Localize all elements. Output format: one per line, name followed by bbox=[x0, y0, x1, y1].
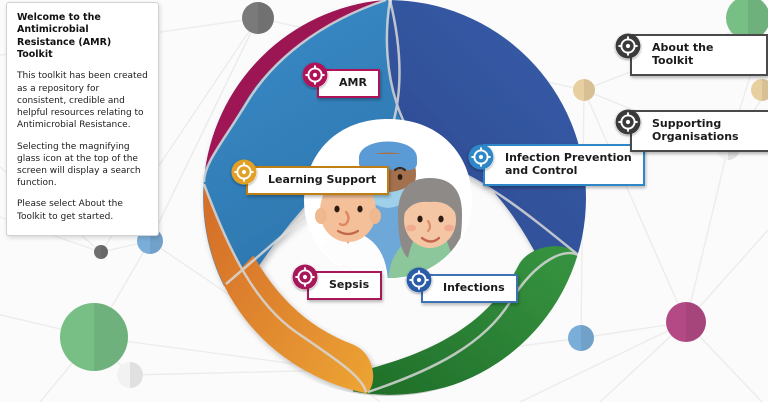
node-grey-left bbox=[94, 245, 108, 259]
amr-toolkit-wheel[interactable] bbox=[178, 0, 598, 402]
crosshair-icon[interactable] bbox=[615, 33, 641, 59]
crosshair-icon[interactable] bbox=[292, 264, 318, 290]
node-tan-right-shade bbox=[584, 79, 595, 101]
node-blue-bottomright-shade bbox=[581, 325, 594, 351]
node-tan-faredge bbox=[751, 79, 768, 101]
node-magenta-bottomright bbox=[666, 302, 706, 342]
welcome-panel-paragraph-2: Selecting the magnifying glass icon at t… bbox=[17, 141, 141, 189]
node-grey-top-shade bbox=[258, 2, 274, 34]
link-about-the-toolkit[interactable]: About the Toolkit bbox=[615, 16, 768, 76]
wheel-segment-sepsis bbox=[206, 192, 374, 394]
node-tan-faredge-shade bbox=[762, 79, 768, 101]
node-grey-left-shade bbox=[101, 245, 108, 259]
node-green-topright-shade bbox=[748, 0, 768, 40]
hotspot-amr-label[interactable]: AMR bbox=[317, 69, 380, 98]
link-supporting-organisations[interactable]: Supporting Organisations bbox=[615, 92, 768, 152]
node-green-bottomleft-shade bbox=[94, 303, 128, 371]
hotspot-amr[interactable]: AMR bbox=[302, 53, 380, 98]
welcome-panel: Welcome to the Antimicrobial Resistance … bbox=[6, 2, 159, 236]
hotspot-learning-support[interactable]: Learning Support bbox=[231, 150, 390, 195]
hotspot-infection-prevention-and-control-label[interactable]: Infection Prevention and Control bbox=[483, 144, 645, 186]
crosshair-icon[interactable] bbox=[615, 109, 641, 135]
node-green-topright bbox=[726, 0, 768, 40]
crosshair-icon[interactable] bbox=[231, 159, 257, 185]
node-pale-c bbox=[117, 362, 143, 388]
crosshair-icon[interactable] bbox=[468, 144, 494, 170]
node-pale-c-shade bbox=[130, 362, 143, 388]
hotspot-sepsis[interactable]: Sepsis bbox=[292, 255, 383, 300]
link-supporting-organisations-label[interactable]: Supporting Organisations bbox=[630, 110, 768, 152]
hotspot-infections-label[interactable]: Infections bbox=[421, 274, 518, 303]
hotspot-infection-prevention-and-control[interactable]: Infection Prevention and Control bbox=[468, 128, 645, 186]
welcome-panel-title: Welcome to the Antimicrobial Resistance … bbox=[17, 12, 112, 61]
hotspot-sepsis-label[interactable]: Sepsis bbox=[307, 271, 383, 300]
node-tan-right bbox=[573, 79, 595, 101]
welcome-panel-paragraph-1: This toolkit has been created as a repos… bbox=[17, 71, 148, 131]
crosshair-icon[interactable] bbox=[406, 267, 432, 293]
node-grey-top bbox=[242, 2, 274, 34]
hotspot-infections[interactable]: Infections bbox=[406, 258, 518, 303]
node-green-bottomleft bbox=[60, 303, 128, 371]
hotspot-learning-support-label[interactable]: Learning Support bbox=[246, 166, 390, 195]
crosshair-icon[interactable] bbox=[302, 62, 328, 88]
welcome-panel-paragraph-3: Please select About the Toolkit to get s… bbox=[17, 199, 123, 222]
link-about-the-toolkit-label[interactable]: About the Toolkit bbox=[630, 34, 768, 76]
node-magenta-bottomright-shade bbox=[686, 302, 706, 342]
node-blue-bottomright bbox=[568, 325, 594, 351]
